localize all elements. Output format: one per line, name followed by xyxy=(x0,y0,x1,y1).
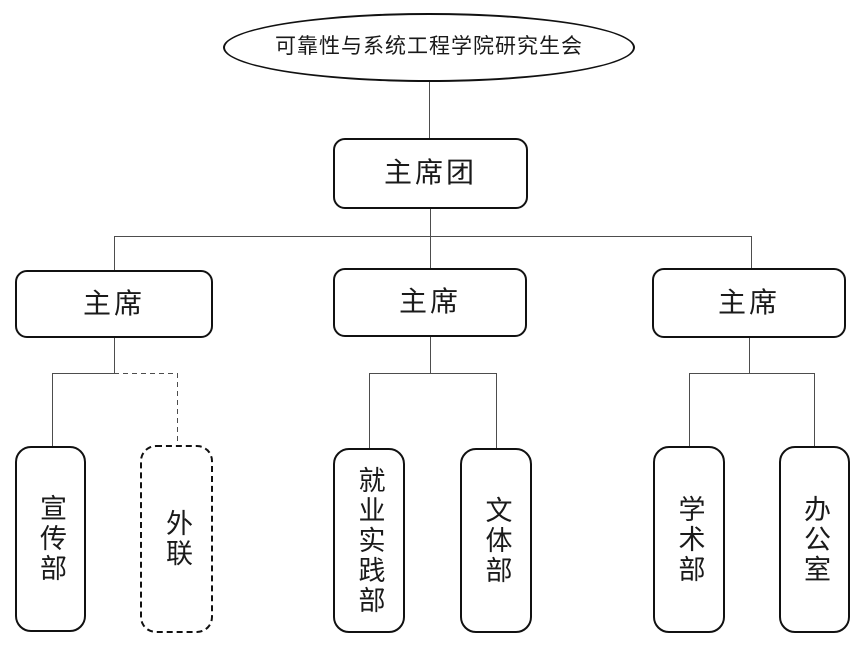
connector-chair2-bar xyxy=(369,373,496,374)
node-presidium: 主席团 xyxy=(333,138,528,209)
connector-chair3-stem xyxy=(749,338,750,373)
node-dept-culture-sports: 文体部 xyxy=(460,448,532,633)
connector-chair1-bar-solid xyxy=(52,373,114,374)
connector-drop-office xyxy=(814,373,815,446)
connector-drop-external-liaison xyxy=(177,373,178,445)
node-dept-office: 办公室 xyxy=(779,446,850,633)
node-presidium-label: 主席团 xyxy=(383,157,477,189)
node-dept-employment-practice: 就业实践部 xyxy=(333,448,405,633)
connector-chair2-stem xyxy=(430,337,431,373)
connector-chairs-bar xyxy=(114,236,751,237)
connector-drop-chair-3 xyxy=(751,236,752,268)
node-root-label: 可靠性与系统工程学院研究生会 xyxy=(275,35,583,59)
node-root: 可靠性与系统工程学院研究生会 xyxy=(223,13,635,82)
node-dept-culture-sports-label: 文体部 xyxy=(481,495,512,586)
node-chair-1: 主席 xyxy=(15,270,213,338)
connector-drop-publicity xyxy=(52,373,53,446)
connector-presidium-stem xyxy=(430,209,431,236)
connector-drop-employment-practice xyxy=(369,373,370,448)
connector-chair1-bar-dashed xyxy=(114,373,177,374)
node-chair-3: 主席 xyxy=(652,268,846,338)
node-dept-employment-practice-label: 就业实践部 xyxy=(354,465,385,616)
node-dept-external-liaison-label: 外联 xyxy=(162,509,192,569)
connector-drop-chair-2 xyxy=(430,236,431,268)
node-dept-academic: 学术部 xyxy=(653,446,725,633)
node-dept-office-label: 办公室 xyxy=(800,494,830,585)
node-chair-2: 主席 xyxy=(333,268,527,337)
node-dept-publicity: 宣传部 xyxy=(15,446,86,632)
connector-chair1-stem xyxy=(114,338,115,373)
node-chair-1-label: 主席 xyxy=(82,287,145,319)
connector-drop-culture-sports xyxy=(496,373,497,448)
connector-drop-chair-1 xyxy=(114,236,115,270)
node-chair-2-label: 主席 xyxy=(398,286,461,318)
connector-root-presidium xyxy=(429,82,430,138)
node-dept-academic-label: 学术部 xyxy=(674,494,705,585)
node-dept-publicity-label: 宣传部 xyxy=(36,494,66,584)
node-dept-external-liaison: 外联 xyxy=(140,445,213,633)
node-chair-3-label: 主席 xyxy=(717,286,780,318)
connector-chair3-bar xyxy=(689,373,815,374)
connector-drop-academic xyxy=(689,373,690,446)
